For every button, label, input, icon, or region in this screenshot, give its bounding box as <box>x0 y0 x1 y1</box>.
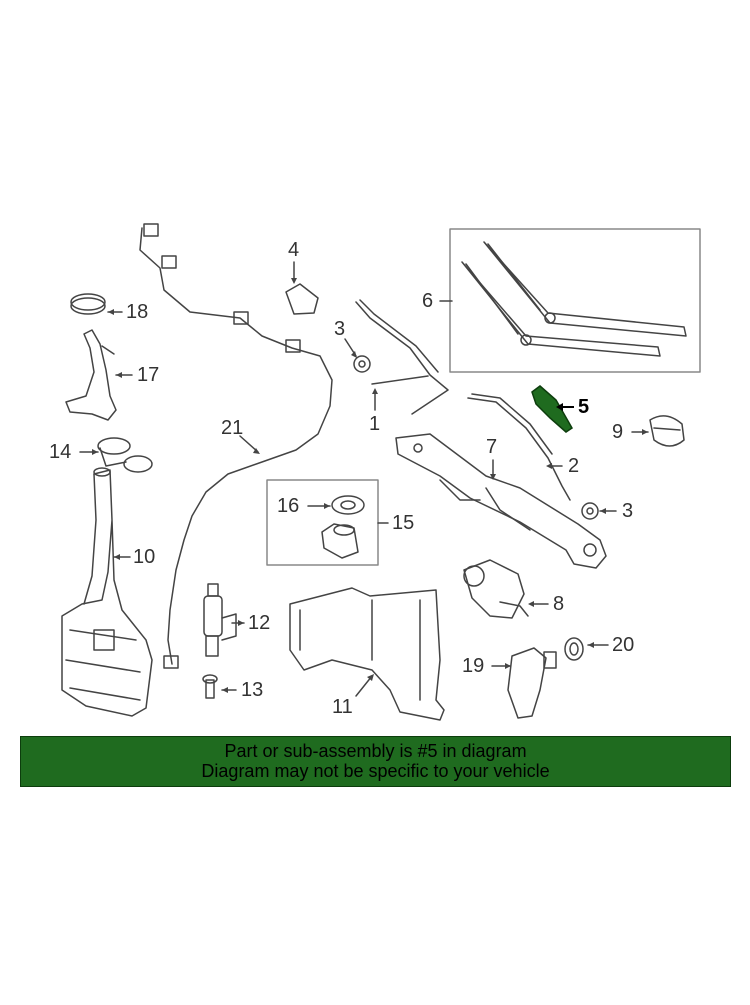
callout-15: 15 <box>392 512 415 534</box>
callout-18: 18 <box>126 301 149 323</box>
nut-part-upper <box>353 355 371 373</box>
wiper-blades-part <box>461 241 687 357</box>
washer-hose-part <box>139 223 333 669</box>
callout-2: 2 <box>568 455 580 477</box>
main-reservoir-part <box>61 467 153 717</box>
pump-cap-part <box>321 523 359 559</box>
banner-disclaimer-line: Diagram may not be specific to your vehi… <box>201 761 550 781</box>
callout-8: 8 <box>553 593 565 615</box>
callout-21: 21 <box>221 417 244 439</box>
callout-6: 6 <box>422 290 434 312</box>
highlighted-part-5 <box>531 385 574 433</box>
bolt-part <box>202 674 218 699</box>
callout-12: 12 <box>248 612 271 634</box>
callout-13: 13 <box>241 679 264 701</box>
callout-10: 10 <box>133 546 156 568</box>
washer-reservoir-part <box>289 587 445 721</box>
callout-11: 11 <box>332 696 353 718</box>
cover-cap-part <box>285 283 319 315</box>
callout-16: 16 <box>277 495 300 517</box>
callout-19: 19 <box>462 655 485 677</box>
washer-pump-part <box>507 647 557 719</box>
callout-17: 17 <box>137 364 160 386</box>
bracket-part <box>65 329 117 421</box>
wiper-arm-right-part <box>467 393 571 501</box>
pump-seal-part <box>331 495 365 515</box>
filler-cap-part <box>70 293 106 315</box>
callout-14: 14 <box>49 441 72 463</box>
washer-pump-group-box <box>266 479 379 566</box>
leader-line <box>239 435 259 453</box>
callout-7: 7 <box>486 436 498 458</box>
callout-20: 20 <box>612 634 635 656</box>
callout-1: 1 <box>369 413 381 435</box>
callout-3-lower: 3 <box>622 500 634 522</box>
callout-4: 4 <box>288 239 300 261</box>
wiper-arm-left-part <box>355 299 449 415</box>
callout-5: 5 <box>578 396 590 418</box>
neck-cap-part <box>97 437 153 473</box>
reservoir-pump-part <box>203 583 237 657</box>
callout-9: 9 <box>612 421 624 443</box>
arrowheads <box>92 278 648 693</box>
leader-line <box>355 675 373 697</box>
banner-part-line: Part or sub-assembly is #5 in diagram <box>224 741 527 761</box>
grommet-part <box>649 415 685 447</box>
nut-part-lower <box>581 502 599 520</box>
callout-3-upper: 3 <box>334 318 346 340</box>
small-grommet-part <box>564 637 584 661</box>
wiper-linkage-part <box>395 433 607 569</box>
wiper-blade-group-box <box>449 228 701 373</box>
part-info-banner: Part or sub-assembly is #5 in diagram Di… <box>20 736 731 787</box>
wiper-motor-part <box>463 559 529 619</box>
